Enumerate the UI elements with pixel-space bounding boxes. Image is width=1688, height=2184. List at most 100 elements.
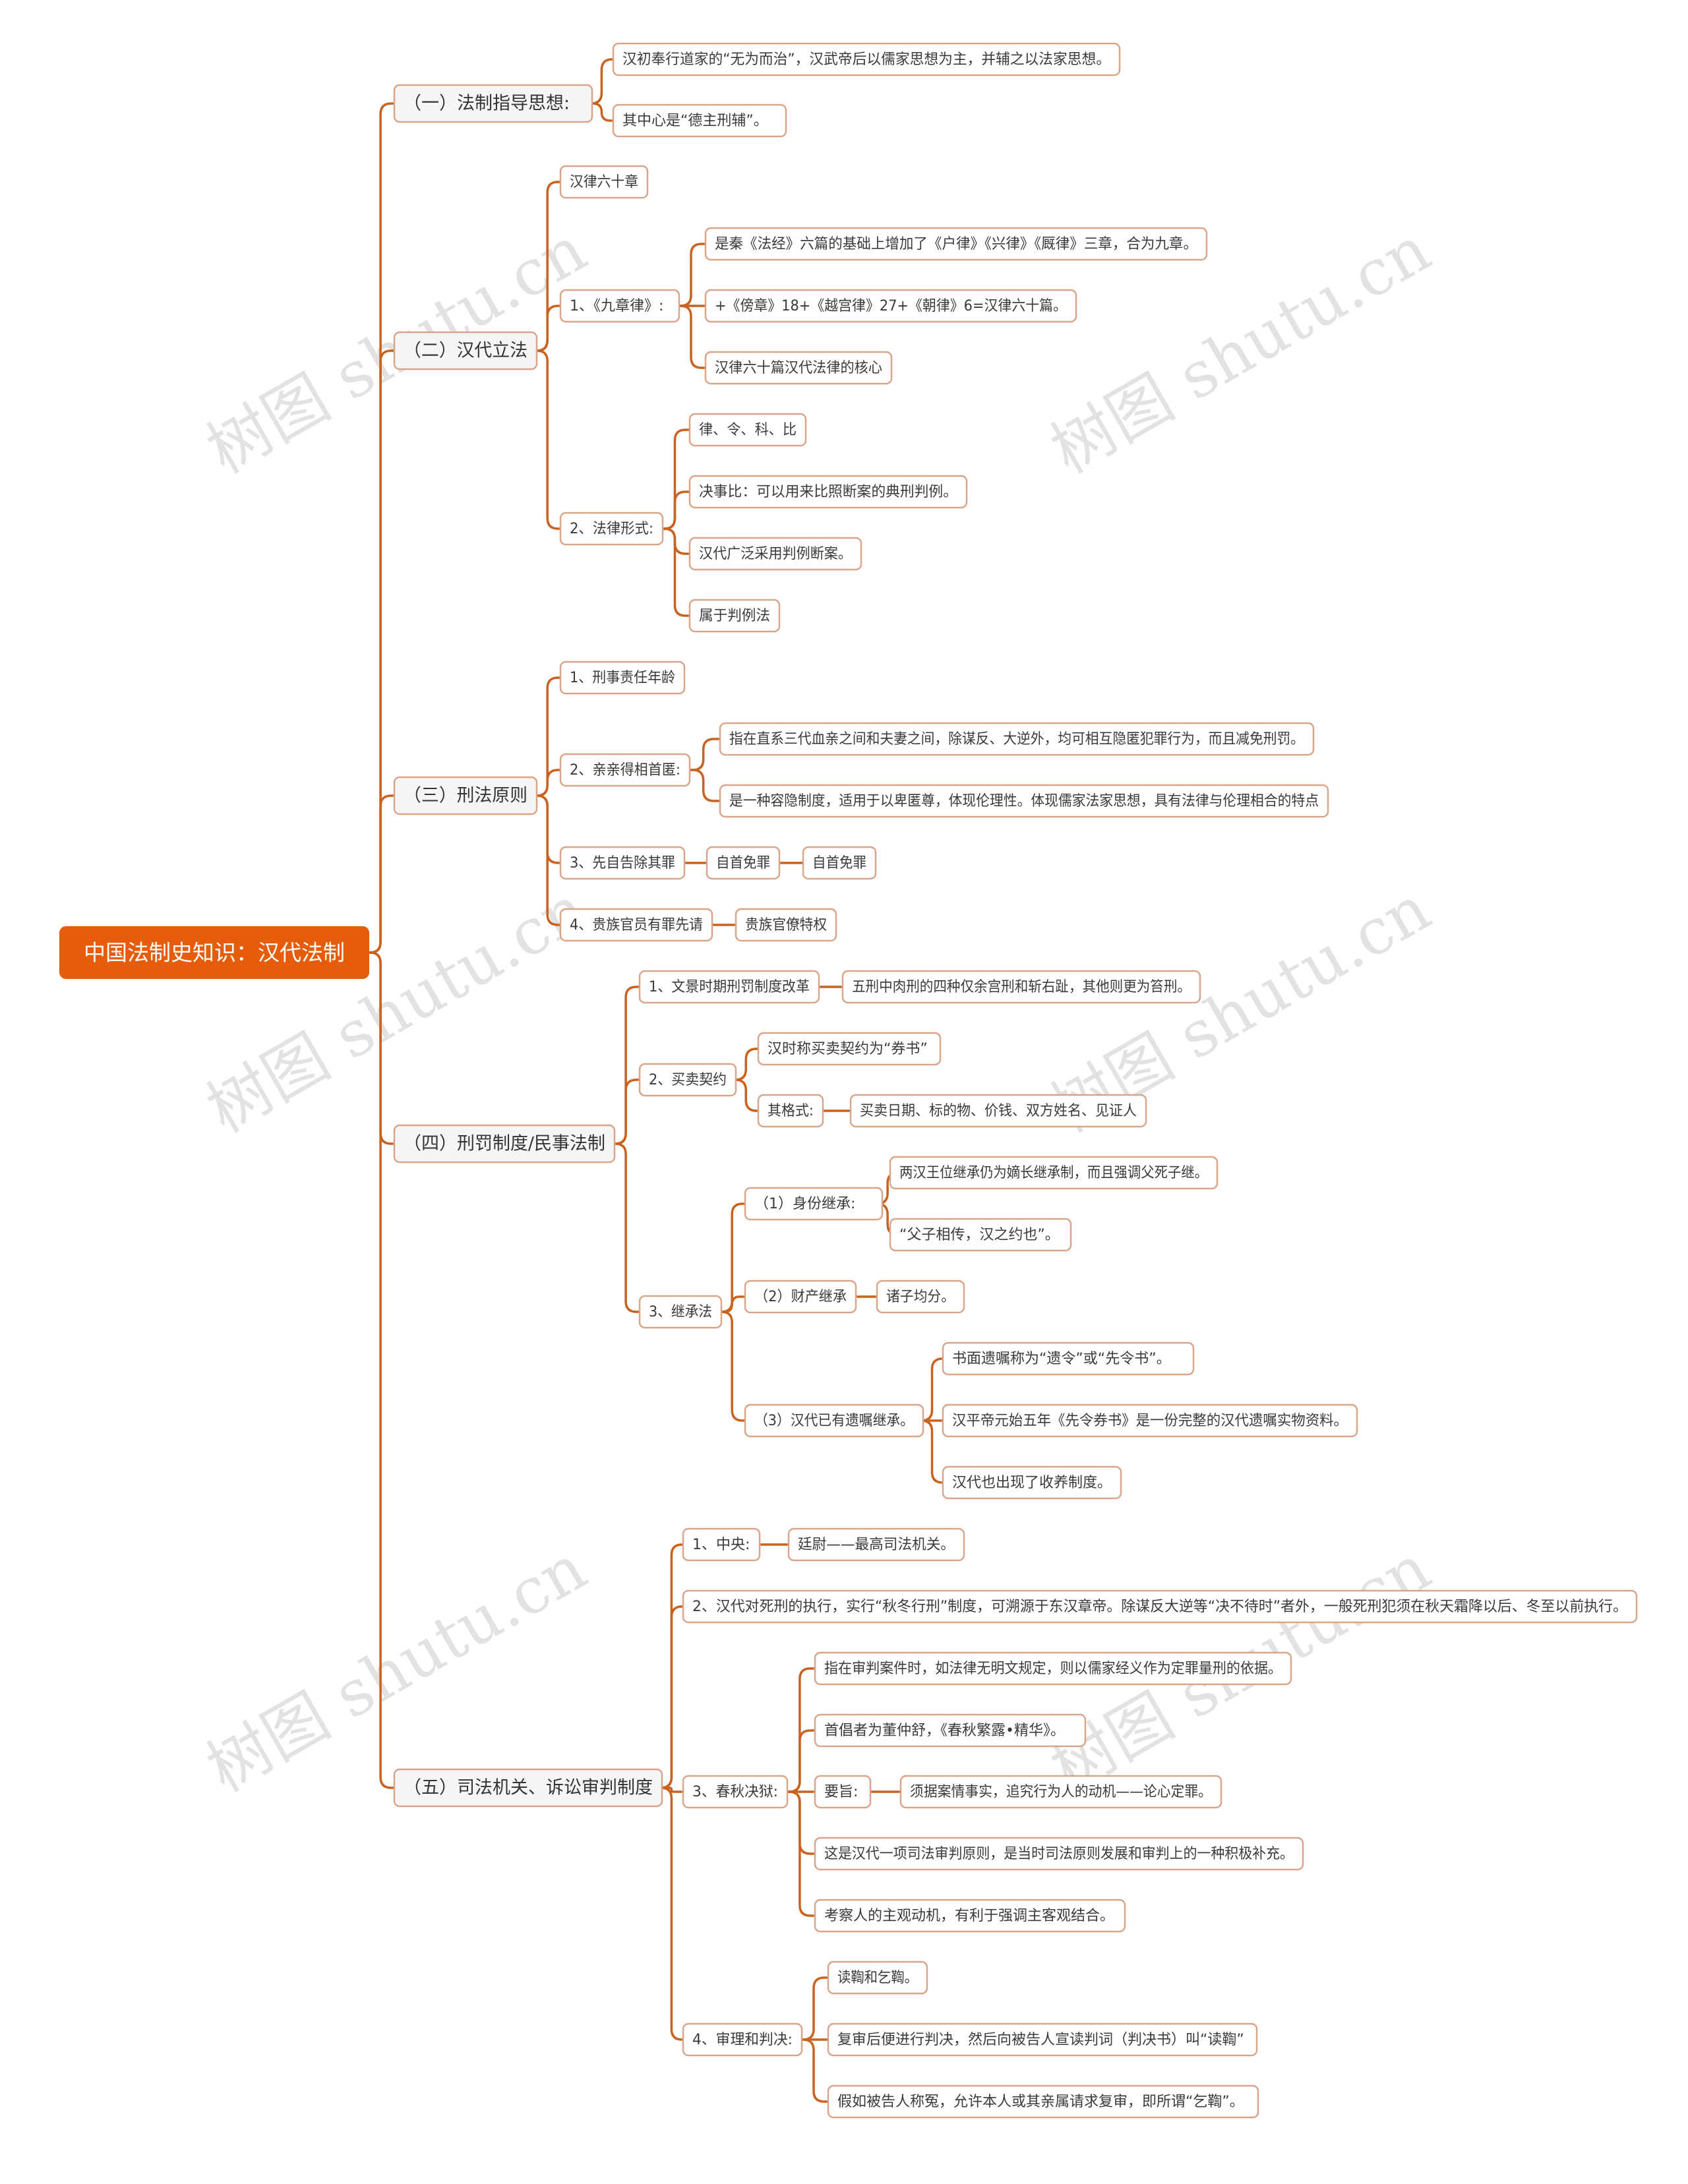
topic-node[interactable]: 指在审判案件时，如法律无明文规定，则以儒家经义作为定罪量刑的依据。 (814, 1651, 1292, 1686)
connector-line (537, 349, 560, 530)
topic-node[interactable]: 2、汉代对死刑的执行，实行“秋冬行刑”制度，可溯源于东汉章帝。除谋反大逆等“决不… (682, 1589, 1638, 1624)
topic-node[interactable]: 诸子均分。 (876, 1280, 965, 1314)
topic-node[interactable]: 两汉王位继承仍为嫡长继承制，而且强调父死子继。 (889, 1156, 1219, 1190)
topic-node[interactable]: 汉代广泛采用判例断案。 (688, 537, 862, 571)
watermark-text: 树图 shutu.cn (195, 871, 599, 1147)
node-label: 汉平帝元始五年《先令券书》是一份完整的汉代遗嘱实物资料。 (952, 1413, 1348, 1429)
topic-node[interactable]: 首倡者为董仲舒，《春秋繁露•精华》。 (814, 1713, 1087, 1748)
topic-node[interactable]: 其中心是“德主刑辅”。 (612, 103, 787, 138)
node-layer: 中国法制史知识：汉代法制 （一）法制指导思想: 汉初奉行道家的“无为而治”，汉武帝后… (59, 42, 1638, 2119)
node-label: 其中心是“德主刑辅”。 (622, 113, 768, 129)
topic-node[interactable]: 律、令、科、比 (688, 413, 807, 447)
topic-node[interactable]: 买卖日期、标的物、价钱、双方姓名、见证人 (849, 1094, 1147, 1128)
topic-node[interactable]: 汉初奉行道家的“无为而治”，汉武帝后以儒家思想为主，并辅之以法家思想。 (612, 42, 1121, 76)
topic-node[interactable]: “父子相传，汉之约也”。 (889, 1218, 1072, 1252)
topic-node[interactable]: 汉平帝元始五年《先令券书》是一份完整的汉代遗嘱实物资料。 (942, 1403, 1358, 1438)
topic-node[interactable]: 假如被告人称冤，允许本人或其亲属请求复审，即所谓“乞鞫”。 (827, 2084, 1259, 2119)
node-box (559, 846, 686, 880)
topic-node[interactable]: 属于判例法 (688, 599, 781, 633)
topic-node[interactable]: 2、买卖契约 (638, 1063, 737, 1097)
topic-node[interactable]: 书面遗嘱称为“遗令”或“先令书”。 (942, 1342, 1195, 1376)
connector-line (663, 527, 690, 555)
topic-node[interactable]: 1、《九章律》: (559, 289, 680, 323)
topic-node[interactable]: 须据案情事实，追究行为人的动机——论心定罪。 (899, 1775, 1222, 1809)
topic-node[interactable]: 决事比：可以用来比照断案的典刑判例。 (688, 475, 968, 509)
node-label: “父子相传，汉之约也”。 (899, 1227, 1060, 1243)
connector-line (921, 1419, 943, 1484)
topic-node[interactable]: 3、先自告除其罪 (559, 846, 686, 880)
topic-node[interactable]: 4、贵族官员有罪先请 (559, 908, 713, 942)
node-label: 两汉王位继承仍为嫡长继承制，而且强调父死子继。 (899, 1165, 1208, 1181)
topic-node[interactable]: 汉律六十章 (559, 165, 649, 199)
connector-line (661, 1786, 683, 2041)
connector-line (679, 243, 706, 307)
topic-node[interactable]: 五刑中肉刑的四种仅余宫刑和斩右趾，其他则更为笞刑。 (841, 970, 1201, 1004)
node-label: 1、《九章律》: (570, 298, 663, 314)
connector-line (537, 305, 560, 352)
connector-line (787, 1729, 815, 1793)
connector-line (537, 794, 560, 926)
node-box (393, 1768, 663, 1808)
topic-node[interactable]: 自首免罪 (706, 846, 781, 880)
topic-node[interactable]: （2）财产继承 (744, 1280, 857, 1314)
topic-node[interactable]: 1、中央: (682, 1527, 761, 1562)
topic-node[interactable]: 贵族官僚特权 (735, 908, 837, 942)
root-node[interactable]: 中国法制史知识：汉代法制 (59, 926, 369, 979)
node-box (814, 1651, 1292, 1686)
topic-node[interactable]: 廷尉——最高司法机关。 (787, 1527, 965, 1562)
connector-line (663, 490, 690, 530)
topic-node[interactable]: （1）身份继承: (744, 1187, 884, 1221)
topic-node[interactable]: 是秦《法经》六篇的基础上增加了《户律》《兴律》《厩律》三章，合为九章。 (704, 227, 1208, 261)
topic-node[interactable]: 其格式: (757, 1094, 824, 1128)
topic-node[interactable]: 读鞫和乞鞫。 (827, 1961, 928, 1995)
topic-node[interactable]: （3）汉代已有遗嘱继承。 (744, 1403, 924, 1438)
node-box (704, 289, 1077, 323)
topic-node[interactable]: 1、刑事责任年龄 (559, 661, 686, 695)
topic-node[interactable]: 是一种容隐制度，适用于以卑匿尊，体现伦理性。体现儒家法家思想，具有法律与伦理相合… (719, 784, 1329, 818)
node-label: 汉律六十篇汉代法律的核心 (715, 360, 882, 376)
topic-node[interactable]: 汉时称买卖契约为“券书” (757, 1032, 942, 1066)
topic-node[interactable]: 考察人的主观动机，有利于强调主客观结合。 (814, 1899, 1126, 1933)
topic-node[interactable]: 汉代也出现了收养制度。 (942, 1465, 1122, 1500)
topic-node[interactable]: 2、亲亲得相首匿: (559, 753, 691, 787)
node-label: 3、春秋决狱: (692, 1784, 778, 1800)
node-box (827, 1961, 928, 1995)
node-label: 是一种容隐制度，适用于以卑匿尊，体现伦理性。体现儒家法家思想，具有法律与伦理相合… (729, 793, 1319, 810)
node-label: 3、继承法 (649, 1304, 712, 1320)
topic-node[interactable]: +《傍章》18+《越宫律》27+《朝律》6=汉律六十篇。 (704, 289, 1077, 323)
branch-node[interactable]: （五）司法机关、诉讼审判制度 (393, 1768, 663, 1808)
topic-node[interactable]: 4、审理和判决: (682, 2022, 803, 2057)
node-box (559, 289, 680, 323)
branch-node[interactable]: （三）刑法原则 (393, 776, 538, 815)
topic-node[interactable]: 要旨: (814, 1775, 872, 1809)
topic-node[interactable]: 这是汉代一项司法审判原则，是当时司法原则发展和审判上的一种积极补充。 (814, 1837, 1304, 1871)
node-label: 须据案情事实，追究行为人的动机——论心定罪。 (910, 1784, 1212, 1800)
node-box (559, 753, 691, 787)
node-label: 首倡者为董仲舒，《春秋繁露•精华》。 (824, 1723, 1065, 1739)
topic-node[interactable]: 汉律六十篇汉代法律的核心 (704, 351, 893, 385)
branch-node[interactable]: （四）刑罚制度/民事法制 (393, 1124, 616, 1164)
node-label: 廷尉——最高司法机关。 (798, 1537, 955, 1553)
topic-node[interactable]: 1、文景时期刑罚制度改革 (638, 970, 820, 1004)
node-box (688, 475, 968, 509)
node-label: 汉时称买卖契约为“券书” (768, 1041, 928, 1057)
node-label: 1、文景时期刑罚制度改革 (649, 979, 810, 995)
node-label: 4、贵族官员有罪先请 (570, 917, 703, 933)
connector-line (369, 794, 394, 954)
topic-node[interactable]: 2、法律形式: (559, 512, 664, 546)
topic-node[interactable]: 复审后便进行判决，然后向被告人宣读判词（判决书）叫“读鞫” (827, 2022, 1258, 2057)
topic-node[interactable]: 3、继承法 (638, 1295, 723, 1329)
node-label: （五）司法机关、诉讼审判制度 (404, 1778, 653, 1798)
node-box (744, 1280, 857, 1314)
node-box (559, 165, 649, 199)
topic-node[interactable]: 指在直系三代血亲之间和夫妻之间，除谋反、大逆外，均可相互隐匿犯罪行为，而且减免刑… (719, 722, 1315, 756)
node-box (849, 1094, 1147, 1128)
topic-node[interactable]: 自首免罪 (802, 846, 877, 880)
branch-node[interactable]: （二）汉代立法 (393, 331, 538, 370)
node-label: 律、令、科、比 (699, 422, 797, 438)
connector-line (787, 1790, 815, 1917)
topic-node[interactable]: 3、春秋决狱: (682, 1775, 789, 1809)
node-label: 4、审理和判决: (692, 2032, 793, 2048)
branch-node[interactable]: （一）法制指导思想: (393, 84, 593, 123)
